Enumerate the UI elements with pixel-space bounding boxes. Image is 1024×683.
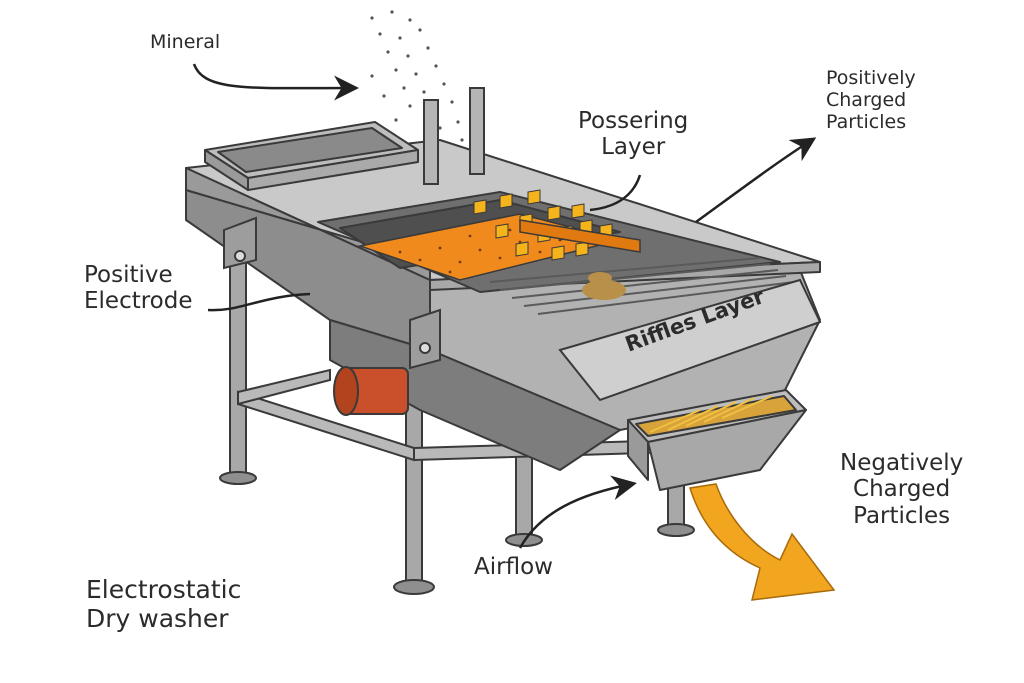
positive-electrode-label: Positive Electrode	[84, 262, 193, 315]
pivot-brackets	[223, 216, 441, 370]
airflow-label: Airflow	[474, 554, 553, 580]
positive-particles-arrow	[695, 137, 817, 224]
diagram-title: Electrostatic Dry washer	[86, 575, 242, 633]
possering-pointer	[589, 174, 642, 212]
divider-bar	[519, 219, 641, 253]
negative-output-arrow	[689, 483, 836, 601]
negatively-charged-label: Negatively Charged Particles	[840, 450, 964, 529]
annotation-arrows	[192, 63, 817, 549]
possering-layer-label: Possering Layer	[578, 108, 689, 161]
feed-tray	[204, 121, 419, 191]
riffle-bars	[489, 257, 795, 315]
vibration-motor	[333, 366, 409, 416]
chute-slats	[649, 395, 773, 433]
mineral-label: Mineral	[150, 31, 221, 53]
feed-pipes	[423, 87, 485, 185]
electrode-pointer	[207, 292, 311, 312]
riffles-panel	[558, 278, 822, 402]
airflow-arrow	[518, 475, 637, 549]
positively-charged-label: Positively Charged Particles	[826, 67, 916, 133]
mineral-arrow	[192, 63, 359, 101]
particle-pile	[582, 272, 626, 300]
